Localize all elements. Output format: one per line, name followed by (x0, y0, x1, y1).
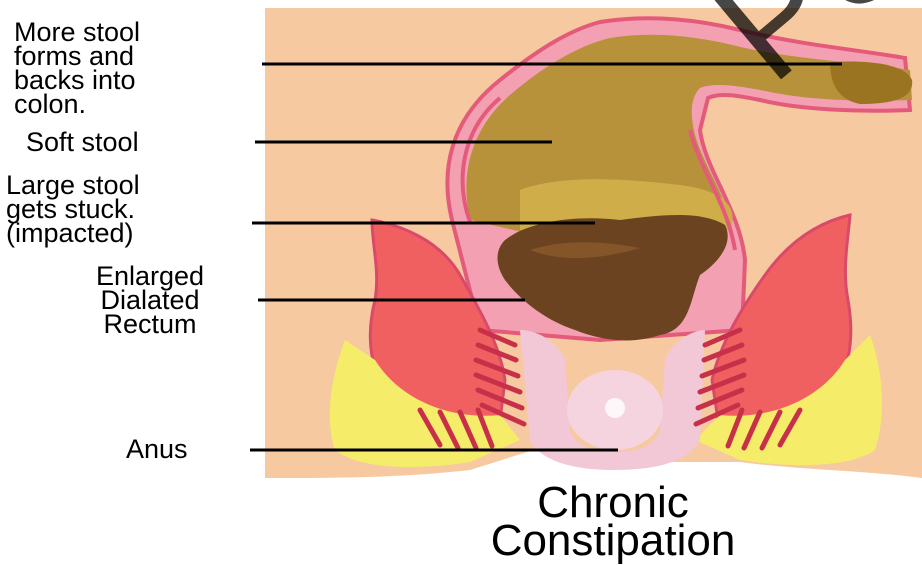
label-more-stool: More stool forms and backs into colon. (14, 20, 254, 116)
label-enlarged-rectum: Enlarged Dialated Rectum (50, 264, 250, 336)
label-soft-stool: Soft stool (26, 130, 256, 154)
label-anus: Anus (126, 437, 246, 461)
title-line-2: Constipation (383, 518, 843, 564)
label-large-stool: Large stool gets stuck. (impacted) (6, 173, 256, 245)
